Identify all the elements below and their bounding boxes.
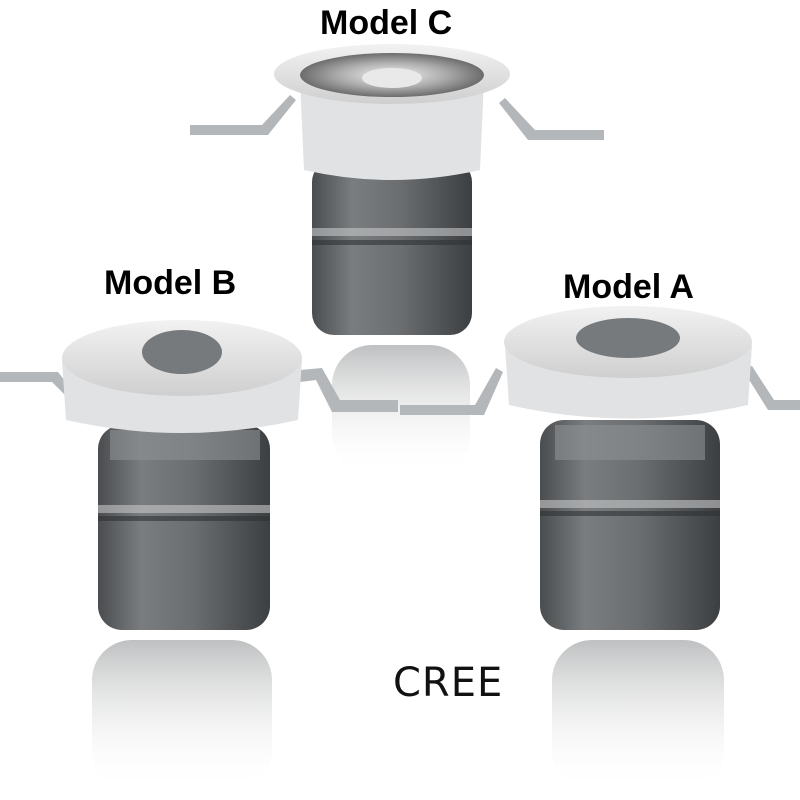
model-c-left-clip	[190, 95, 296, 135]
model-a-downlight	[400, 306, 800, 790]
model-b-body	[98, 425, 270, 630]
model-a-reflection	[552, 640, 724, 790]
model-b-downlight	[0, 320, 398, 790]
model-c-body	[312, 160, 472, 335]
model-a-aperture	[576, 318, 680, 358]
model-c-right-clip	[499, 98, 604, 140]
model-a-left-clip	[400, 368, 503, 415]
model-a-body	[540, 420, 720, 630]
model-b-right-clip	[300, 368, 398, 412]
model-a-label: Model A	[563, 268, 694, 306]
model-b-label: Model B	[104, 264, 237, 302]
model-b-left-clip	[0, 372, 72, 396]
brand-text: CREE	[393, 660, 504, 706]
model-c-label: Model C	[320, 4, 453, 42]
model-c-housing	[300, 80, 484, 180]
model-b-aperture	[142, 330, 222, 374]
model-b-reflection	[92, 640, 272, 790]
model-c-downlight	[190, 44, 604, 475]
model-a-right-clip	[740, 366, 800, 410]
